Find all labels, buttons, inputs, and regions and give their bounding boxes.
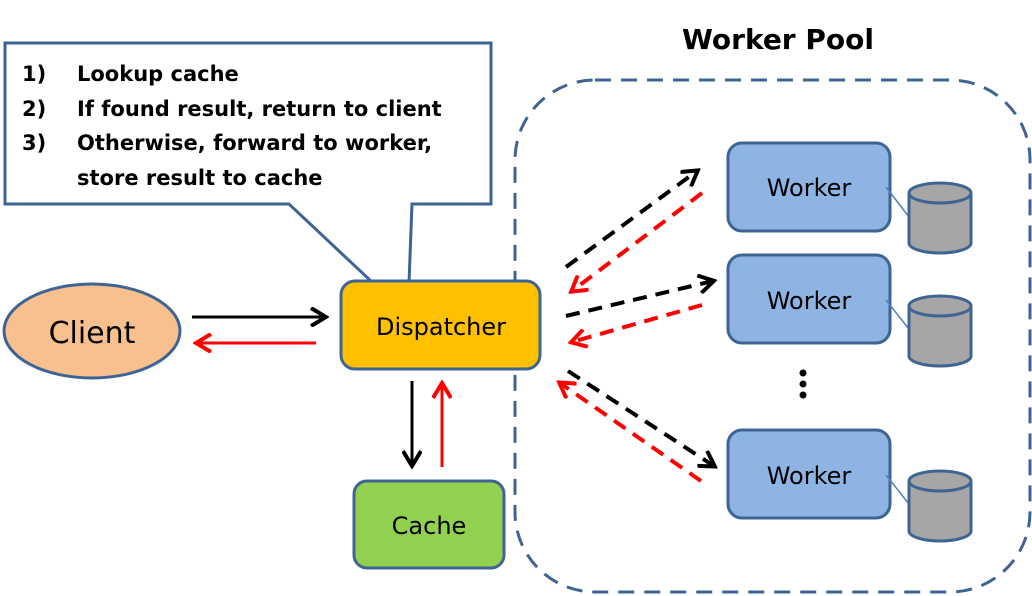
dispatcher-to-worker-2-arrow: [565, 281, 713, 318]
dispatcher-to-worker-3-arrow: [566, 369, 714, 466]
callout-item-2-num: 2): [22, 97, 46, 121]
db-connector: [885, 474, 910, 505]
worker-node-3[interactable]: Worker: [726, 428, 892, 520]
worker-label: Worker: [767, 174, 852, 202]
client-node[interactable]: Client: [2, 282, 182, 380]
callout-item-3-num: 3): [22, 131, 46, 155]
worker-1-to-dispatcher-arrow: [572, 191, 704, 291]
worker-node-2[interactable]: Worker: [726, 253, 892, 345]
worker-label: Worker: [767, 287, 852, 315]
dispatcher-label: Dispatcher: [376, 313, 506, 341]
worker-shape: [726, 141, 892, 233]
worker-database-3: [885, 469, 973, 543]
worker-database-2: [885, 294, 973, 368]
dispatcher-to-worker-1-arrow: [564, 171, 697, 269]
client-shape: [2, 282, 182, 380]
worker-node-1[interactable]: Worker: [726, 141, 892, 233]
worker-shape: [726, 253, 892, 345]
worker-database-1: [885, 181, 973, 255]
database-icon: [907, 306, 973, 368]
callout-item-2-text: If found result, return to client: [77, 97, 442, 121]
worker-shape: [726, 428, 892, 520]
dispatcher-node[interactable]: Dispatcher: [339, 279, 542, 371]
cache-shape: [352, 479, 506, 570]
worker-pool-title: Worker Pool: [682, 23, 874, 56]
callout-item-1-num: 1): [22, 62, 46, 86]
client-label: Client: [49, 316, 136, 351]
dispatcher-shape: [339, 279, 542, 371]
worker-label: Worker: [767, 462, 852, 490]
more-workers-ellipsis: [799, 369, 807, 399]
callout-list: 1) Lookup cache 2) If found result, retu…: [22, 62, 442, 190]
cache-node[interactable]: Cache: [352, 479, 506, 570]
db-connector: [885, 299, 910, 330]
db-connector: [885, 186, 910, 218]
database-icon: [907, 481, 973, 543]
database-icon: [907, 193, 973, 255]
callout-item-3-cont: store result to cache: [77, 166, 323, 190]
cache-label: Cache: [392, 512, 467, 540]
callout-item-1-text: Lookup cache: [77, 62, 239, 86]
worker-3-to-dispatcher-arrow: [560, 383, 703, 483]
callout-item-3-text: Otherwise, forward to worker,: [77, 131, 432, 155]
